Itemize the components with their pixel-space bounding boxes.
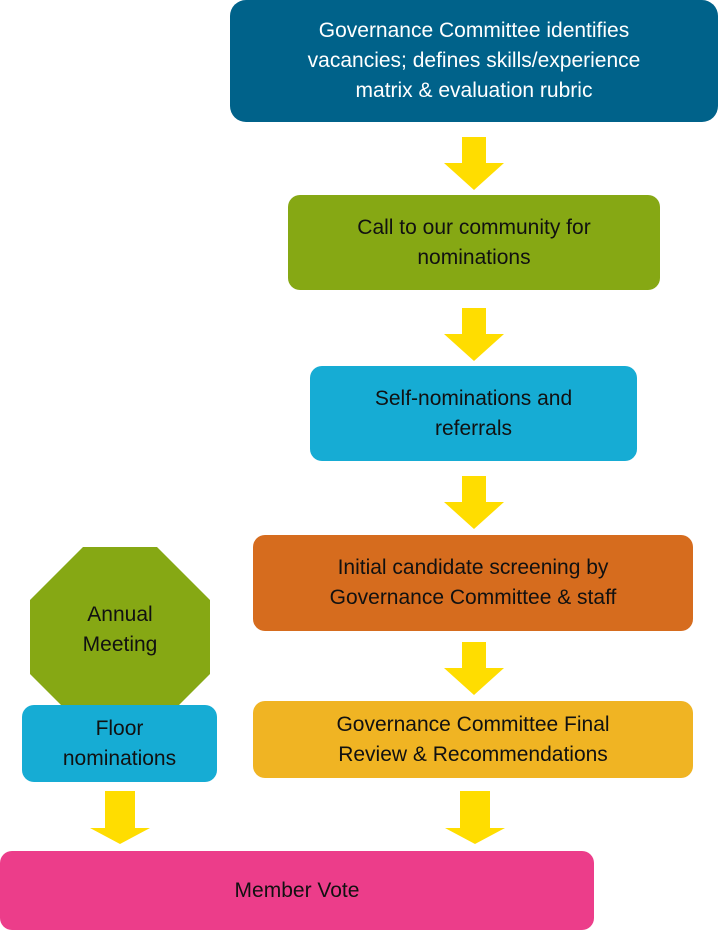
step-initial-screening: Initial candidate screening by Governanc… bbox=[253, 535, 693, 631]
arrow-down-icon bbox=[445, 791, 505, 844]
floor-nominations-label: Floor nominations bbox=[62, 716, 177, 770]
step-call-for-nominations-label: Call to our community for nominations bbox=[357, 215, 591, 269]
step-initial-screening-label: Initial candidate screening by Governanc… bbox=[329, 556, 617, 609]
step-self-nominations-label: Self-nominations and referrals bbox=[374, 386, 573, 440]
step-final-review-label: Governance Committee Final Review & Reco… bbox=[336, 712, 610, 766]
step-self-nominations: Self-nominations and referrals bbox=[310, 366, 637, 461]
floor-nominations: Floor nominations bbox=[22, 705, 217, 782]
step-call-for-nominations: Call to our community for nominations bbox=[288, 195, 660, 290]
arrow-down-icon bbox=[90, 791, 150, 844]
arrow-down-icon bbox=[444, 476, 504, 529]
member-vote: Member Vote bbox=[0, 851, 594, 930]
annual-meeting-label: Annual Meeting bbox=[82, 603, 158, 656]
step-final-review: Governance Committee Final Review & Reco… bbox=[253, 701, 693, 778]
annual-meeting-octagon bbox=[30, 547, 210, 727]
arrow-down-icon bbox=[444, 308, 504, 361]
step-identify-vacancies-label: Governance Committee identifies vacancie… bbox=[307, 19, 641, 102]
arrow-down-icon bbox=[444, 137, 504, 190]
member-vote-label: Member Vote bbox=[234, 878, 360, 902]
arrow-down-icon bbox=[444, 642, 504, 695]
step-identify-vacancies: Governance Committee identifies vacancie… bbox=[230, 0, 718, 122]
